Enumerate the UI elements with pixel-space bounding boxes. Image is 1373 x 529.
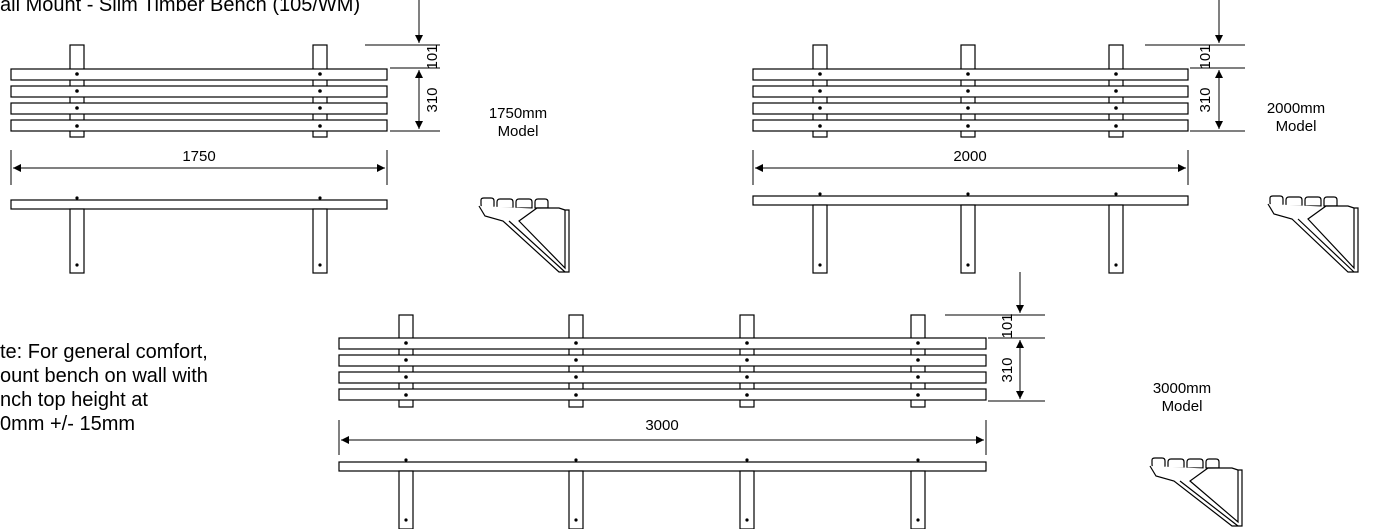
bench-top [338,461,987,472]
model-suffix: Model [1275,118,1317,135]
timber-slat [338,371,987,384]
bolt-holes [404,341,920,397]
timber-slat [10,85,388,98]
wall-bracket-leg [1108,204,1124,274]
note-line: nch top height at [0,389,148,411]
model-name: 1750mm [488,105,548,122]
top-offset-dimension: 101 [1197,44,1214,69]
wall-bracket-leg [69,208,85,274]
model-3000-dimensions [338,272,1045,455]
model-1750-side-view [478,197,570,273]
timber-slat [752,102,1189,115]
wall-bracket-leg [398,470,414,529]
length-dimension: 2000 [953,148,986,165]
bolt-holes [818,72,1118,128]
note-line: ount bench on wall with [0,365,208,387]
timber-slat [338,354,987,367]
timber-slat [752,119,1189,132]
model-3000-side-view [1149,457,1243,527]
length-dimension: 1750 [182,148,215,165]
wall-bracket-leg [312,208,328,274]
bolt-holes [75,72,322,128]
note-line: 0mm +/- 15mm [0,413,136,435]
timber-slat [338,388,987,401]
wall-bracket-leg [910,470,926,529]
wall-bracket-leg [960,204,976,274]
bench-top [752,195,1189,206]
top-offset-dimension: 101 [424,44,441,69]
wall-bracket-leg [568,470,584,529]
timber-slat [338,337,987,350]
seat-depth-dimension: 310 [999,357,1016,382]
model-3000-front-view [338,314,987,408]
bench-top [10,199,388,210]
timber-slat [10,119,388,132]
model-name: 3000mm [1152,380,1212,397]
model-name: 2000mm [1266,100,1326,117]
model-2000-front-view [752,44,1189,138]
seat-depth-dimension: 310 [424,87,441,112]
model-3000-plan-view [338,458,987,529]
model-2000-side-view [1267,195,1359,273]
wall-bracket-leg [739,470,755,529]
model-1750-front-view [10,44,388,138]
timber-slat [10,68,388,81]
timber-slat [752,68,1189,81]
model-suffix: Model [1161,398,1203,415]
timber-slat [10,102,388,115]
note-line: te: For general comfort, [0,341,208,363]
length-dimension: 3000 [645,417,678,434]
timber-slat [752,85,1189,98]
model-label-1750: 1750mm Model [478,105,558,141]
model-label-2000: 2000mm Model [1256,100,1336,136]
wall-bracket-leg [812,204,828,274]
model-2000-dimensions [752,0,1245,185]
seat-depth-dimension: 310 [1197,87,1214,112]
mounting-note: te: For general comfort, ount bench on w… [0,340,208,436]
model-1750-plan-view [10,196,388,274]
model-suffix: Model [497,123,539,140]
model-label-3000: 3000mm Model [1142,380,1222,416]
drawing-title: all Mount - Slim Timber Bench (105/WM) [0,0,361,16]
top-offset-dimension: 101 [999,313,1016,338]
model-1750-dimensions [10,0,440,185]
model-2000-plan-view [752,192,1189,274]
